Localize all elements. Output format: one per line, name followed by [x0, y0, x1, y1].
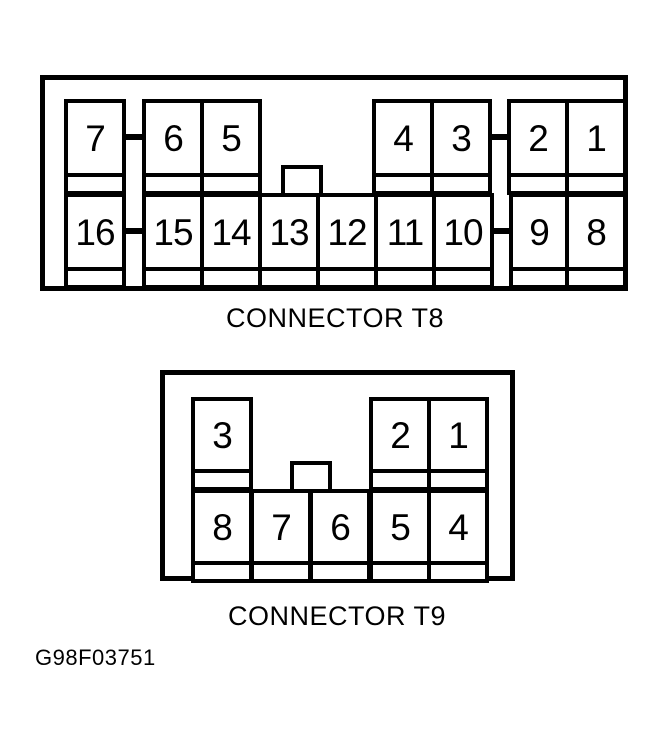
pin-number: 16: [75, 211, 115, 253]
pin-skirt-t9-8: [191, 561, 253, 583]
pin-cell-t8-13: 13: [258, 193, 320, 271]
pin-number: 4: [448, 506, 469, 548]
pin-skirt-t8-14: [200, 267, 262, 289]
pin-number: 2: [390, 414, 411, 456]
pin-cell-t8-2: 2: [507, 99, 569, 177]
pin-skirt-t8-10: [432, 267, 494, 289]
keying-notch-icon: [281, 165, 323, 195]
pin-cell-t9-3: 3: [191, 397, 253, 473]
pin-cell-t8-5: 5: [200, 99, 262, 177]
pin-cell-t8-16: 16: [64, 193, 126, 271]
pin-skirt-t8-2: [507, 173, 569, 195]
pin-cell-t8-1: 1: [565, 99, 627, 177]
pin-cell-t8-15: 15: [142, 193, 204, 271]
pin-cell-t8-4: 4: [372, 99, 434, 177]
pin-cell-t9-8: 8: [191, 489, 253, 565]
figure-reference-code: G98F03751: [35, 645, 156, 670]
pin-skirt-t9-7: [250, 561, 312, 583]
keying-notch-icon: [290, 461, 332, 491]
pin-number: 9: [529, 211, 550, 253]
pin-cell-t9-2: 2: [369, 397, 431, 473]
pin-number: 3: [451, 117, 472, 159]
pin-skirt-t8-5: [200, 173, 262, 195]
pin-skirt-t8-13: [258, 267, 320, 289]
pin-cell-t8-12: 12: [316, 193, 378, 271]
pin-cell-t8-9: 9: [509, 193, 569, 271]
connector-t8-caption: CONNECTOR T8: [225, 303, 445, 333]
pin-number: 1: [448, 414, 469, 456]
pin-skirt-t9-1: [427, 469, 489, 491]
pin-skirt-t8-6: [142, 173, 204, 195]
pin-skirt-t8-11: [374, 267, 436, 289]
pin-number: 8: [586, 211, 607, 253]
pin-number: 10: [443, 211, 483, 253]
connector-t8-body: 7 6 5 4 3 2 1: [40, 75, 628, 291]
pin-cell-t8-3: 3: [430, 99, 492, 177]
pin-cell-t8-10: 10: [432, 193, 494, 271]
connector-t9-caption: CONNECTOR T9: [227, 601, 447, 631]
group-link-tab: [493, 228, 510, 234]
pin-number: 2: [528, 117, 549, 159]
pin-number: 6: [163, 117, 184, 159]
pin-number: 13: [269, 211, 309, 253]
pin-number: 7: [271, 506, 292, 548]
pin-skirt-t9-3: [191, 469, 253, 491]
pin-cell-t8-7: 7: [64, 99, 126, 177]
group-link-tab: [126, 228, 143, 234]
pin-skirt-t8-8: [565, 267, 627, 289]
pin-skirt-t8-16: [64, 267, 126, 289]
pin-skirt-t9-6: [309, 561, 371, 583]
pin-skirt-t9-2: [369, 469, 431, 491]
pin-number: 6: [330, 506, 351, 548]
pin-number: 4: [393, 117, 414, 159]
pin-cell-t9-4: 4: [427, 489, 489, 565]
pin-cell-t8-6: 6: [142, 99, 204, 177]
pin-skirt-t8-12: [316, 267, 378, 289]
pin-number: 11: [386, 211, 424, 253]
pin-number: 3: [212, 414, 233, 456]
pin-cell-t9-1: 1: [427, 397, 489, 473]
pin-number: 8: [212, 506, 233, 548]
pin-number: 5: [221, 117, 242, 159]
pin-skirt-t8-15: [142, 267, 204, 289]
pin-skirt-t9-5: [369, 561, 431, 583]
pin-skirt-t8-4: [372, 173, 434, 195]
pin-skirt-t8-3: [430, 173, 492, 195]
pin-skirt-t8-9: [509, 267, 569, 289]
connector-t9-cavity: 3 2 1 8 7 6 5: [165, 375, 510, 583]
pin-cell-t9-6: 6: [309, 489, 371, 565]
pin-number: 12: [327, 211, 367, 253]
connector-t8-cavity: 7 6 5 4 3 2 1: [45, 80, 627, 289]
pin-cell-t8-14: 14: [200, 193, 262, 271]
group-link-tab: [126, 134, 143, 140]
pin-number: 1: [586, 117, 607, 159]
pin-cell-t9-7: 7: [250, 489, 312, 565]
pin-number: 15: [153, 211, 193, 253]
group-link-tab: [491, 134, 508, 140]
pin-number: 7: [85, 117, 106, 159]
pin-cell-t9-5: 5: [369, 489, 431, 565]
pin-skirt-t8-1: [565, 173, 627, 195]
pin-number: 5: [390, 506, 411, 548]
pin-skirt-t9-4: [427, 561, 489, 583]
pin-cell-t8-8: 8: [565, 193, 627, 271]
pin-cell-t8-11: 11: [374, 193, 436, 271]
pin-skirt-t8-7: [64, 173, 126, 195]
connector-t9-body: 3 2 1 8 7 6 5: [160, 370, 515, 583]
pin-number: 14: [211, 211, 251, 253]
